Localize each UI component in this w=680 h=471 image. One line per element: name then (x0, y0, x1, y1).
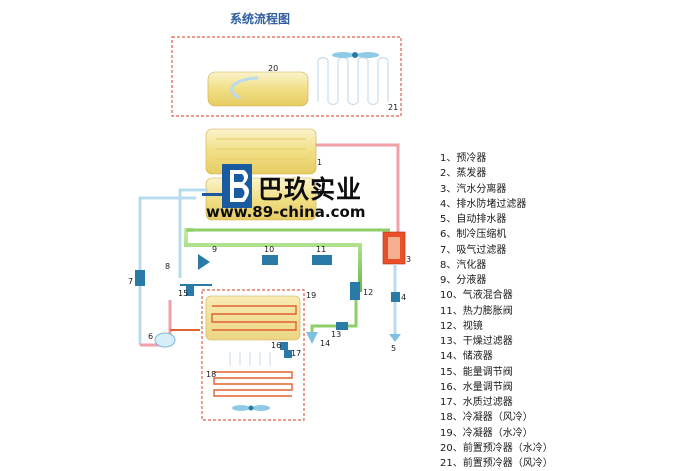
condenser-frame (201, 289, 305, 421)
distributor (198, 254, 210, 270)
legend-item: 21、前置预冷器（风冷） (440, 458, 553, 469)
label-5: 5 (391, 344, 396, 353)
liquid-line-lower (310, 300, 358, 332)
component-legend: 1、预冷器 2、蒸发器 3、汽水分离器 4、排水防堵过滤器 5、自动排水器 6、… (440, 151, 680, 471)
diagram-title: 系统流程图 (229, 12, 290, 26)
legend-item: 14、储液器 (440, 351, 493, 363)
label-15: 15 (178, 289, 188, 298)
tank-tubes (216, 138, 306, 160)
label-2: 2 (317, 188, 322, 197)
label-17: 17 (291, 349, 301, 358)
expansion-valve (312, 255, 332, 265)
receiver (306, 332, 318, 344)
drain-filter (391, 292, 400, 302)
sight-glass (350, 282, 360, 300)
auto-drain (389, 334, 401, 342)
gas-liquid-mixer (262, 255, 278, 265)
label-9: 9 (212, 245, 217, 254)
label-14: 14 (320, 339, 330, 348)
label-4: 4 (401, 293, 406, 302)
legend-item: 6、制冷压缩机 (440, 229, 507, 241)
legend-item: 16、水量调节阀 (440, 381, 513, 393)
water-condenser-coil (211, 305, 297, 331)
legend-item: 17、水质过滤器 (440, 397, 513, 408)
brand-logo-icon (202, 164, 252, 208)
legend-item: 7、吸气过滤器 (440, 244, 507, 256)
label-11: 11 (316, 245, 326, 254)
water-condenser (205, 295, 301, 341)
legend-item: 18、冷凝器（风冷） (440, 412, 533, 424)
condenser-fins (229, 352, 271, 366)
legend-item: 8、汽化器 (440, 259, 487, 271)
suction-filter (135, 270, 145, 286)
cold-gas-line (178, 188, 208, 278)
brand-name: 巴玖实业 (258, 175, 363, 204)
fan-icon (332, 52, 379, 58)
legend-item: 19、冷凝器（水冷） (440, 427, 533, 439)
air-condenser-coil (213, 371, 293, 397)
label-21: 21 (388, 103, 398, 112)
hot-air-line (300, 143, 400, 232)
legend-item: 10、气液混合器 (440, 290, 513, 302)
separator-inner (388, 237, 400, 259)
precooler-pipe (230, 76, 259, 100)
brand-url: www.89-china.com (206, 203, 366, 221)
legend-item: 11、热力膨胀阀 (440, 305, 513, 317)
capacity-valve (186, 284, 194, 296)
legend-item: 5、自动排水器 (440, 214, 507, 225)
label-7: 7 (128, 277, 133, 286)
label-6: 6 (148, 332, 153, 341)
flow-diagram: 1 2 3 4 5 6 7 8 9 10 11 12 13 14 15 16 1… (128, 36, 411, 421)
condenser-fan-icon (232, 405, 270, 411)
water-regulating-valve (280, 342, 288, 350)
legend-item: 4、排水防堵过滤器 (440, 198, 527, 210)
label-12: 12 (363, 288, 373, 297)
legend-item: 9、分液器 (440, 275, 487, 286)
label-13: 13 (331, 330, 341, 339)
label-20: 20 (268, 64, 278, 73)
label-16: 16 (271, 341, 281, 350)
compressor (154, 332, 176, 348)
label-3: 3 (406, 255, 411, 264)
legend-item: 12、视镜 (440, 320, 483, 332)
label-19: 19 (306, 291, 316, 300)
label-18: 18 (206, 370, 216, 379)
label-1: 1 (317, 158, 322, 167)
legend-item: 2、蒸发器 (440, 168, 487, 180)
label-10: 10 (264, 245, 274, 254)
water-filter (284, 350, 292, 358)
legend-item: 3、汽水分离器 (440, 183, 507, 195)
legend-item: 13、干燥过滤器 (440, 336, 513, 347)
legend-item: 1、预冷器 (440, 153, 487, 164)
legend-item: 20、前置预冷器（水冷） (440, 442, 553, 454)
precooler-main-tank (205, 128, 317, 175)
suction-line (138, 196, 196, 345)
dryer-filter (336, 322, 348, 330)
label-8: 8 (165, 262, 170, 271)
legend-item: 15、能量调节阀 (440, 366, 513, 378)
water-precooler-tank (207, 71, 309, 107)
